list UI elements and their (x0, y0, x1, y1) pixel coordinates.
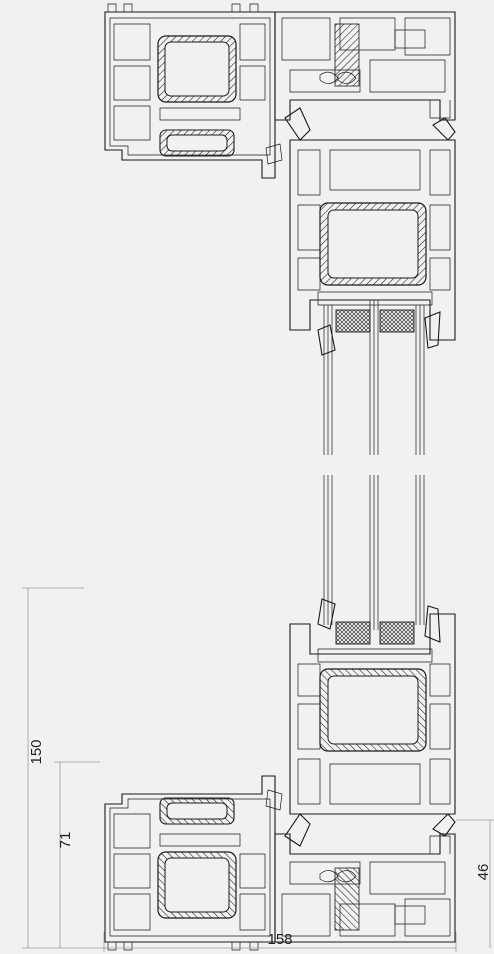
dimension-46-label: 46 (475, 864, 492, 881)
dimension-71-label: 71 (57, 832, 74, 849)
dimension-lines (22, 587, 494, 952)
dimension-150-label: 150 (28, 739, 45, 764)
bottom-profile-section (104, 598, 456, 951)
dimension-158-label: 158 (267, 931, 292, 948)
top-profile-section (104, 3, 456, 356)
glass-panes (323, 300, 425, 630)
